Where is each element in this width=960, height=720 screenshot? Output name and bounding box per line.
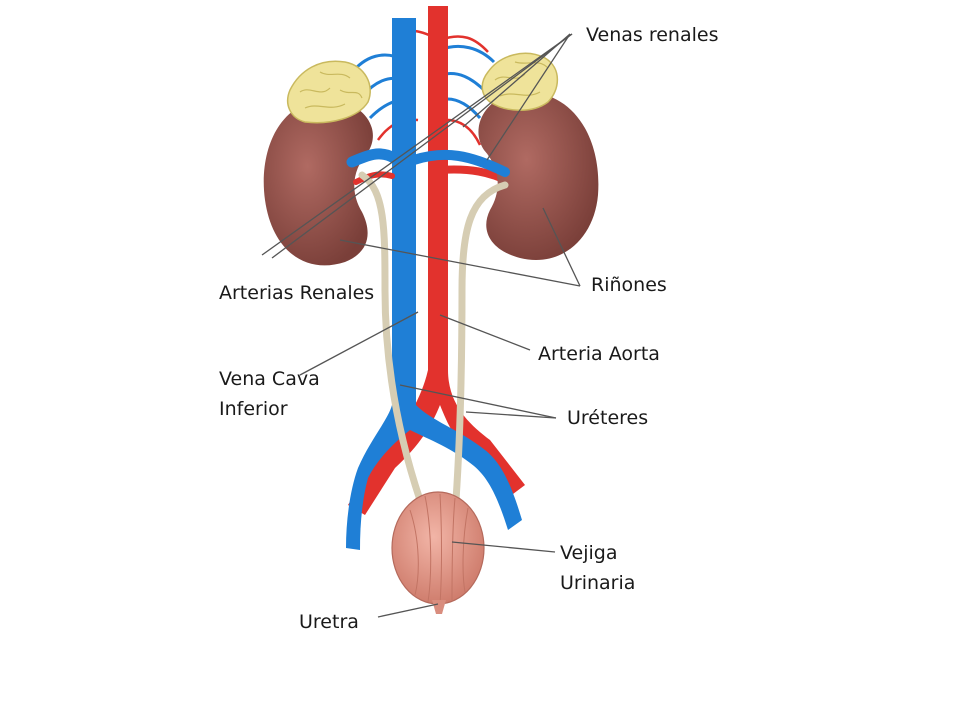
label-rinones: Riñones [591, 274, 667, 296]
urethra [432, 600, 446, 614]
right-renal-vein [409, 149, 510, 177]
inferior-vena-cava [346, 18, 522, 550]
left-adrenal-gland [286, 60, 371, 124]
label-vena-cava-line1: Vena Cava [219, 368, 320, 390]
label-vena-cava-line2: Inferior [219, 398, 288, 420]
left-renal-vein [346, 148, 400, 168]
label-ureteres: Uréteres [567, 407, 649, 429]
label-arteria-aorta: Arteria Aorta [538, 343, 660, 365]
label-arterias-renales: Arterias Renales [219, 282, 375, 304]
label-vejiga-line1: Vejiga [560, 542, 618, 564]
leader-lines [261, 33, 581, 618]
left-kidney [263, 99, 373, 266]
aorta [348, 6, 525, 515]
label-vejiga-line2: Urinaria [560, 572, 636, 594]
label-uretra: Uretra [299, 611, 359, 633]
right-ureter [452, 181, 509, 504]
urinary-bladder [391, 491, 485, 605]
label-venas-renales: Venas renales [586, 24, 719, 46]
right-kidney [478, 92, 599, 261]
left-ureter [358, 171, 424, 504]
